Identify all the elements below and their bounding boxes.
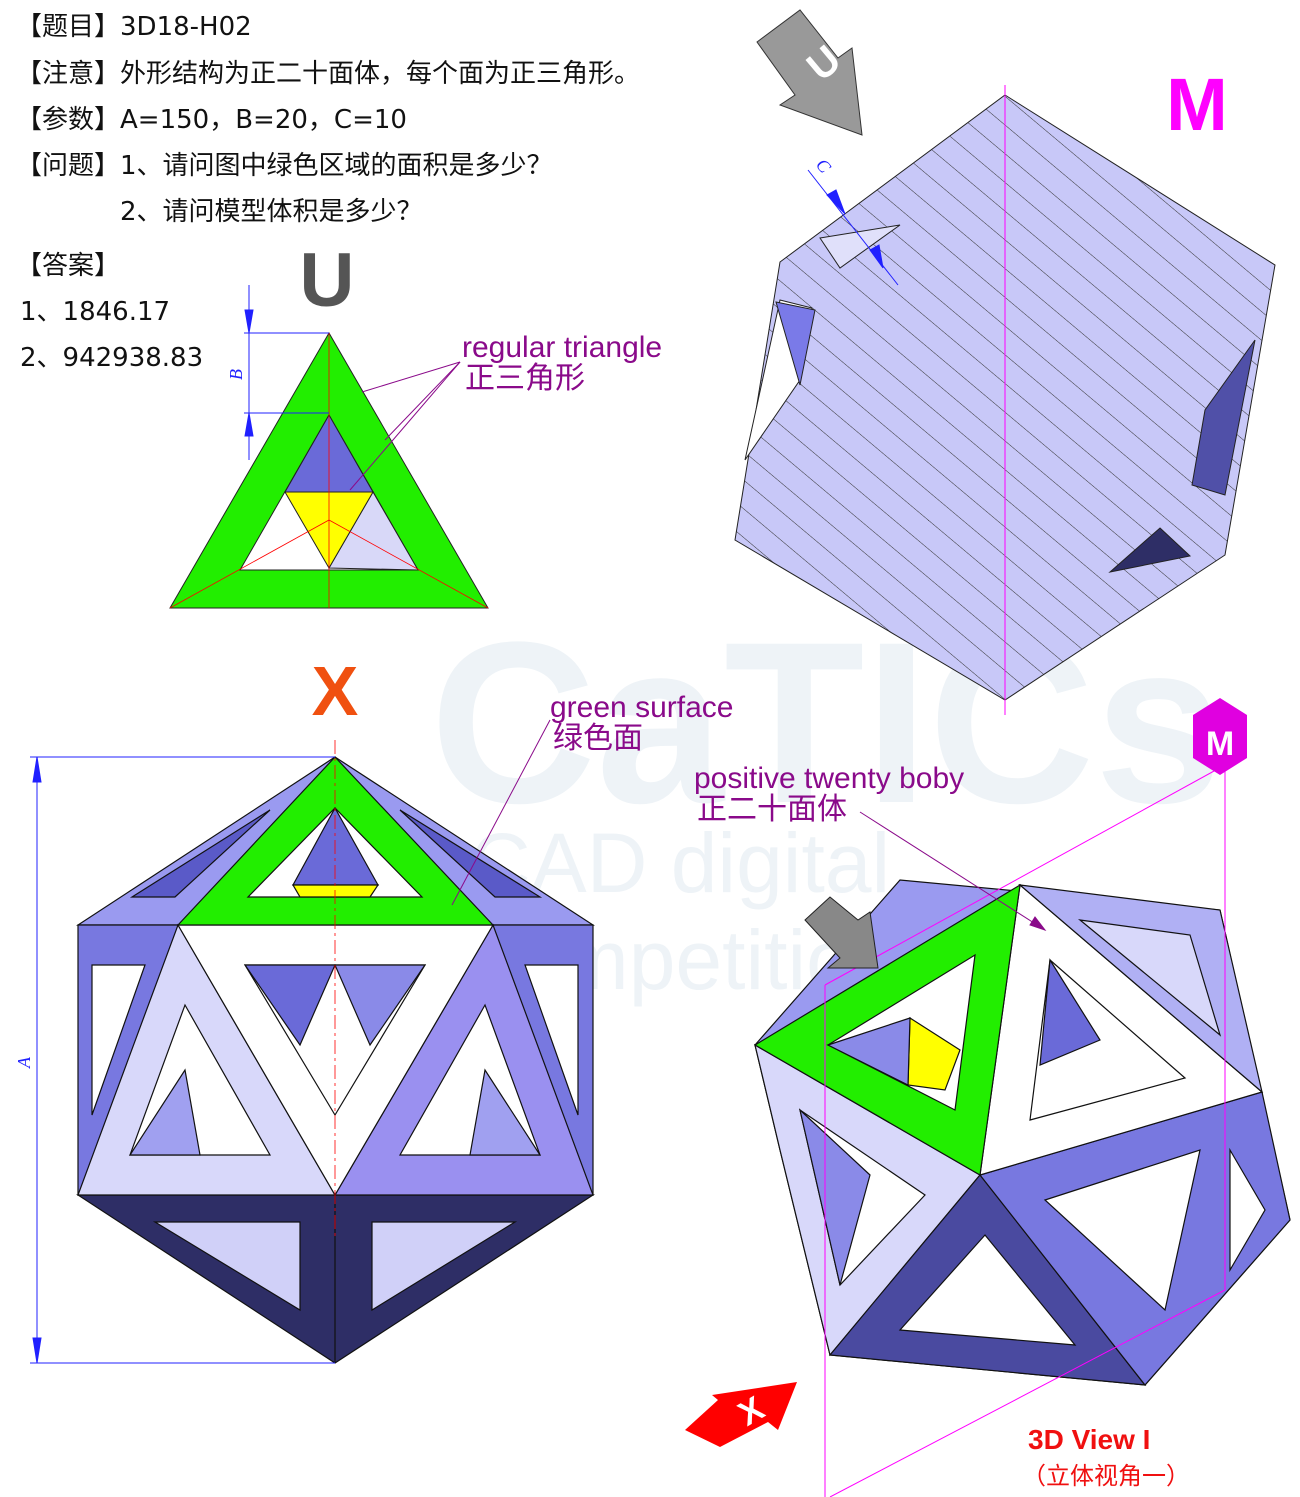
question-2: 2、请问模型体积是多少？ [120,197,423,227]
tag: 【参数】 [16,105,121,135]
problem-title: 3D18-H02 [120,12,252,42]
answer-heading: 【答案】 [16,251,121,281]
front-view-x [75,756,596,1364]
view-m-cube-icon: M [1193,698,1247,775]
view-u-arrow-icon: U [756,9,863,136]
svg-text:M: M [1206,725,1234,763]
tag: 【问题】 [16,151,121,181]
view-u-arrow-small-icon [804,896,879,969]
triangle-detail [169,332,489,609]
regular-triangle-label-en: regular triangle [462,331,663,364]
question-1: 1、请问图中绿色区域的面积是多少？ [120,151,553,181]
tag: 【注意】 [16,59,121,89]
problem-params: A=150，B=20，C=10 [120,105,407,135]
params-line: 【参数】A=150，B=20，C=10 [16,99,407,136]
view-x-arrow-icon: X [685,1382,797,1447]
dim-b-label: B [226,369,246,380]
title-line: 【题目】3D18-H02 [16,6,252,43]
problem-note: 外形结构为正二十面体，每个面为正三角形。 [120,59,641,89]
icosa-label-cn: 正二十面体 [697,793,847,826]
dimension-a [30,756,335,1364]
view3d-subtitle: （立体视角一） [1022,1462,1190,1490]
view-u-label: U [300,238,355,323]
note-line: 【注意】外形结构为正二十面体，每个面为正三角形。 [16,53,640,90]
view3d-title: 3D View I [1028,1424,1151,1455]
regular-triangle-label-cn: 正三角形 [465,362,585,395]
leader-green-surface [451,719,551,906]
green-surface-label-cn: 绿色面 [553,722,643,755]
tag: 【题目】 [16,12,121,42]
view-m-label: M [1166,63,1228,146]
dimension-c [807,169,899,286]
dim-a-label: A [14,1056,34,1069]
dimension-b [244,285,329,460]
answer-2: 2、942938.83 [20,343,204,373]
dim-c-label: C [812,155,836,178]
answer-1: 1、1846.17 [20,297,171,327]
leader-icosa [859,811,1047,931]
green-surface-label-en: green surface [550,691,734,724]
iso-view-3d [753,879,1291,1386]
view-x-label: X [312,652,359,730]
question-line: 【问题】1、请问图中绿色区域的面积是多少？ [16,145,553,182]
projection-lines [824,764,1226,1497]
icosa-label-en: positive twenty boby [694,762,965,795]
leader-lines-triangle [349,361,461,491]
